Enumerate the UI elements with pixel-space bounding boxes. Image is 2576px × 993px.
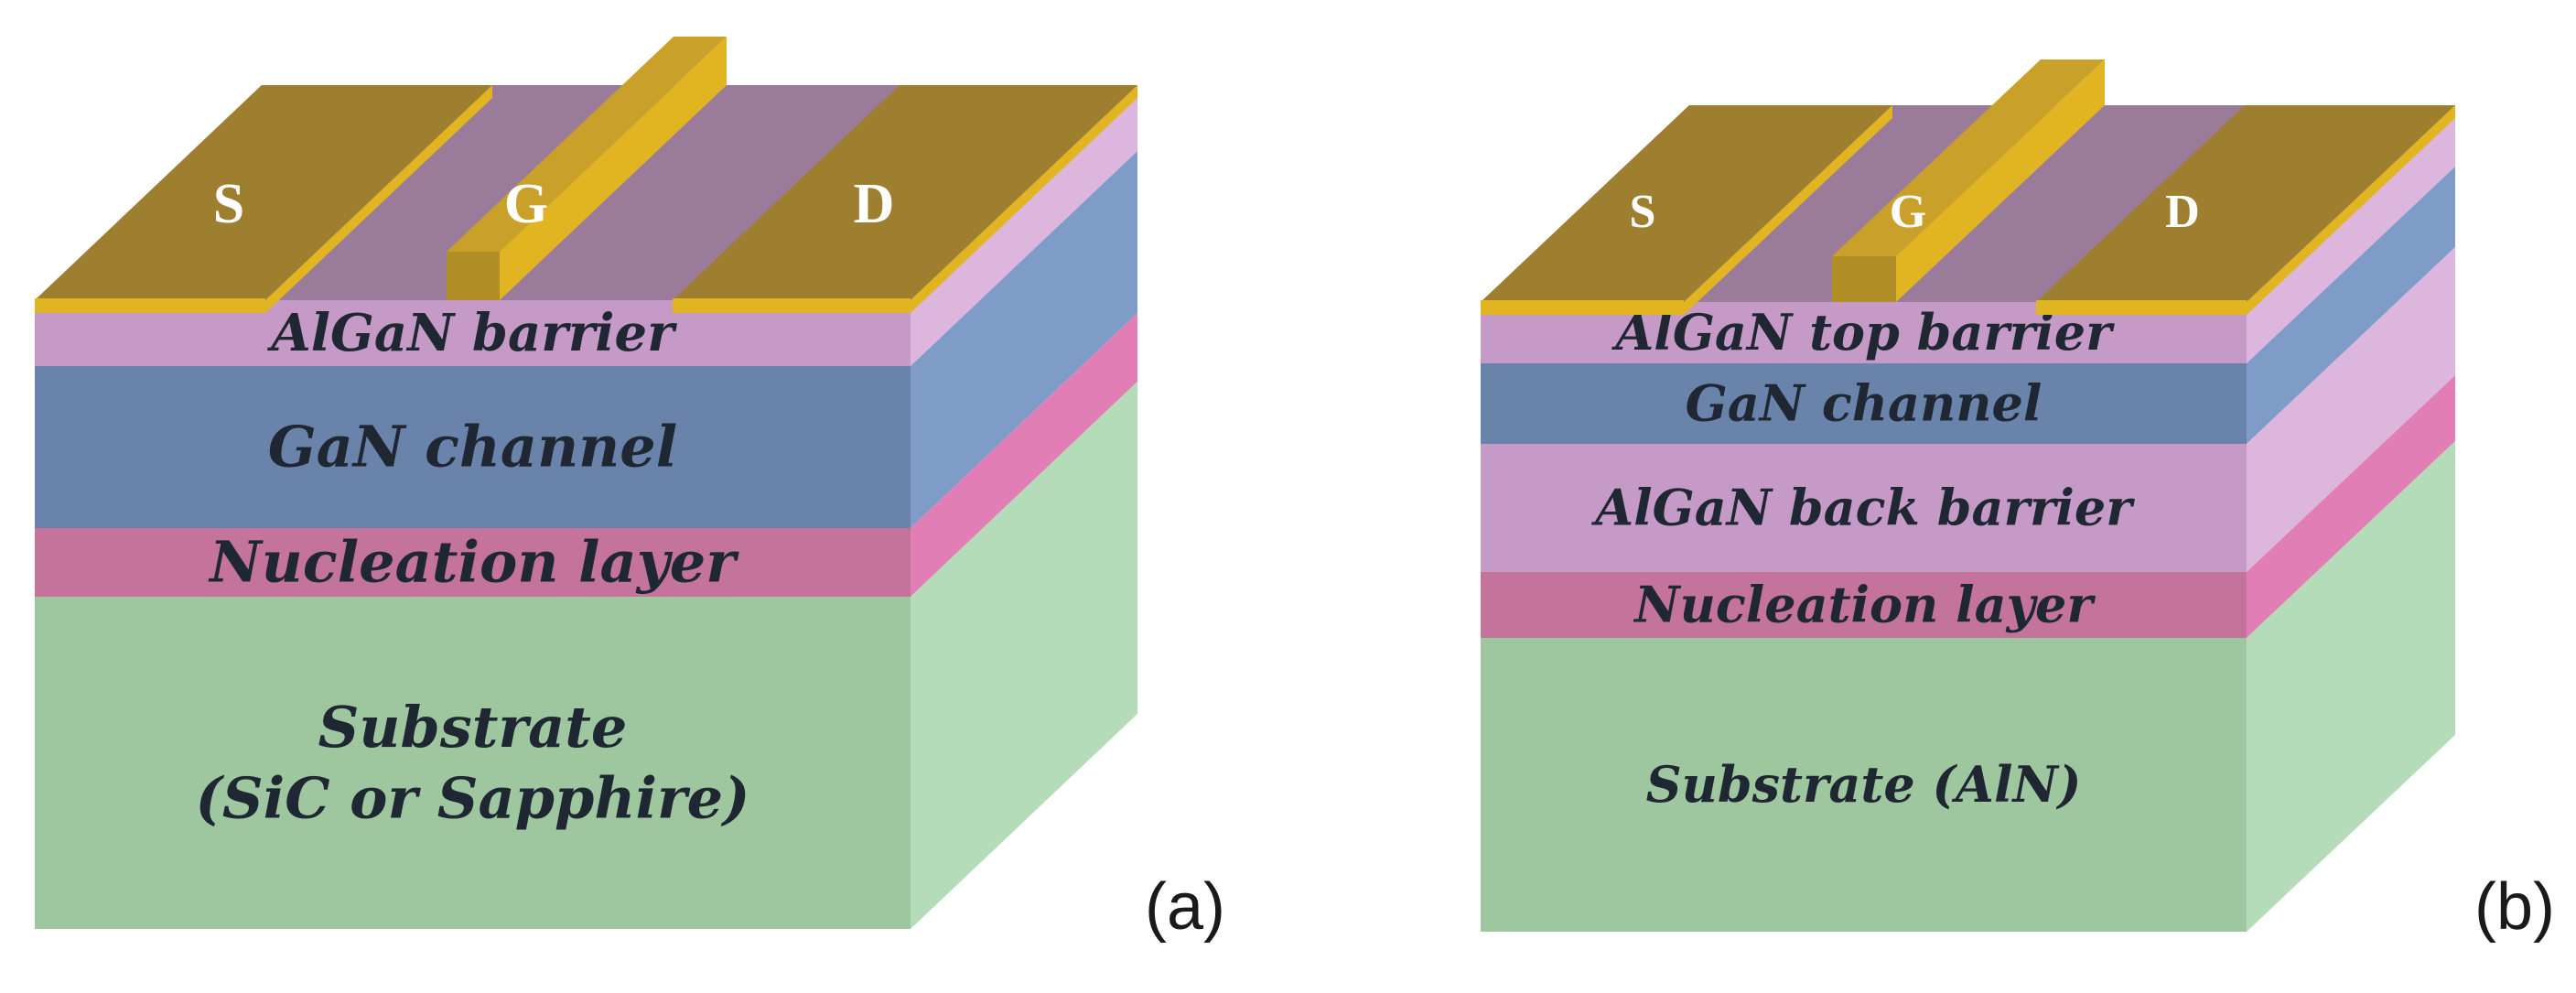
layer-barrier-0-side [911,85,1137,366]
drain-pad-front [2036,300,2247,315]
gate-side [500,37,727,300]
layer-label-barrier: AlGaN back barrier [1590,478,2135,536]
drain-pad-side [2247,105,2455,315]
gate-side [1896,59,2105,302]
source-pad-side [1684,105,1892,315]
layer-nucleation-3-front [1481,572,2247,638]
layer-channel-1-front [1481,363,2247,444]
gate-top [447,37,727,252]
layer-nucleation-2-side [911,313,1137,597]
source-pad-top [1481,105,1892,302]
layer-substrate-3-front [35,597,911,929]
layer-channel-1-side [911,151,1137,528]
layer-label-nucleation: Nucleation layer [208,529,739,596]
drain-contact-label: D [2165,186,2200,238]
layer-barrier-0-side [2247,105,2455,363]
layer-nucleation-3-side [2247,375,2455,638]
layer-label-barrier: AlGaN top barrier [1611,303,2115,362]
layer-label-substrate: (SiC or Sapphire) [196,764,750,831]
gate-front [447,252,500,300]
source-pad-front [35,298,265,313]
layer-substrate-3-side [911,382,1137,929]
layer-nucleation-2-front [35,528,911,597]
drain-pad-front [673,298,911,313]
drain-pad-side [911,85,1137,313]
gate-contact-label: G [1890,186,1926,238]
gate-front [1832,256,1896,302]
layer-label-channel: GaN channel [1686,373,2042,432]
layer-barrier-2-side [2247,247,2455,572]
panel-tag: (a) [1145,870,1225,944]
layer-label-substrate: Substrate [318,694,628,761]
source-pad-side [265,85,492,313]
layer-substrate-4-front [1481,638,2247,932]
layer-label-substrate: Substrate (AlN) [1646,755,2082,814]
source-pad-top [35,85,492,300]
layer-label-barrier: AlGaN barrier [266,303,677,363]
source-pad-front [1481,300,1684,315]
layer-barrier-2-front [1481,444,2247,572]
gate-contact-label: G [504,173,548,235]
drain-pad-top [2036,105,2455,302]
drain-contact-label: D [854,173,895,235]
layer-channel-1-side [2247,167,2455,444]
layer-label-nucleation: Nucleation layer [1633,575,2096,633]
gate-top [1832,59,2105,256]
drain-pad-top [673,85,1137,300]
layer-channel-1-front [35,366,911,528]
source-contact-label: S [213,173,244,235]
source-contact-label: S [1630,186,1656,238]
layer-substrate-4-side [2247,441,2455,932]
layer-label-channel: GaN channel [268,414,678,480]
panel-tag: (b) [2474,870,2555,944]
